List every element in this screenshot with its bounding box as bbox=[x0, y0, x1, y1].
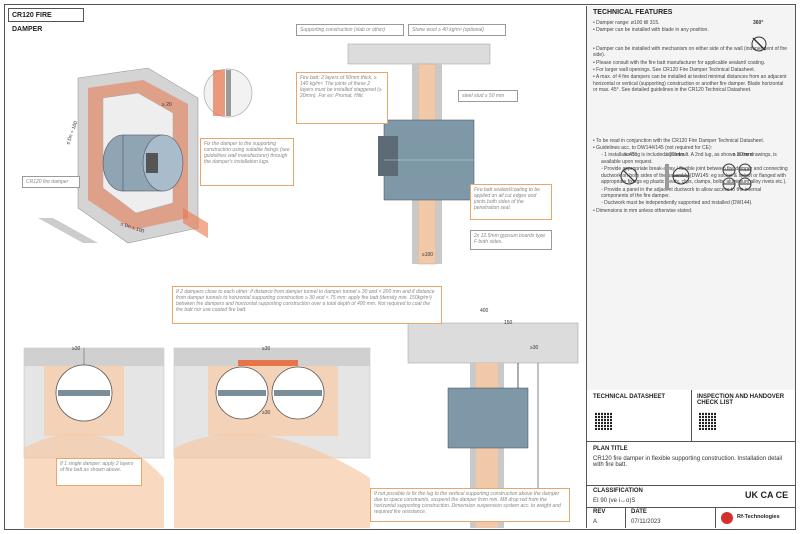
note-sealant: Fire batt sealant/coating to be applied … bbox=[470, 184, 552, 220]
distance-30-label-b: ≥ 30 mm bbox=[733, 152, 753, 158]
dim-30-droprod: ≥30 bbox=[530, 345, 539, 351]
plan-title-label: PLAN TITLE bbox=[593, 446, 628, 452]
rev-value: A bbox=[593, 519, 598, 525]
note-two-dampers: If 2 dampers close to each other: if dis… bbox=[172, 286, 442, 324]
note-cr120-damper: CR120 fire damper bbox=[22, 176, 80, 188]
single-damper-view bbox=[23, 347, 165, 528]
classification-row: CLASSIFICATION EI 90 (ve i↔o)S UK CA CE bbox=[587, 486, 795, 508]
technical-datasheet-label: TECHNICAL DATASHEET bbox=[593, 394, 665, 400]
rev-date-row: REV A DATE 07/11/2023 Rf-Technologies bbox=[587, 508, 795, 528]
ukca-ce-marks: UK CA CE bbox=[745, 490, 789, 500]
checklist-qr-code[interactable] bbox=[699, 412, 717, 430]
feature-item: • Guidelines acc. to DW144/145 (not requ… bbox=[593, 145, 713, 152]
classification-value: EI 90 (ve i↔o)S bbox=[593, 498, 636, 504]
rotation-360-label: 360° bbox=[753, 20, 764, 26]
dim-20: ≥ 20 bbox=[162, 102, 172, 108]
classification-label: CLASSIFICATION bbox=[593, 488, 643, 494]
note-supporting-construction: Supporting construction (slab or other) bbox=[296, 24, 404, 36]
dim-30-single: ≥30 bbox=[72, 346, 81, 352]
plan-title-row: PLAN TITLE CR120 fire damper in flexible… bbox=[587, 442, 795, 486]
drop-rod-view bbox=[407, 322, 579, 528]
datasheet-row: TECHNICAL DATASHEET INSPECTION AND HANDO… bbox=[587, 390, 795, 442]
features-list: • Damper range: ø100 till 315. • Damper … bbox=[593, 20, 789, 215]
note-stone-wool: Stone wool ≥ 40 kg/m³ (optional) bbox=[408, 24, 506, 36]
note-drop-rod: If not possible to fix the lug to the ve… bbox=[370, 488, 570, 522]
feature-item: • Damper can be installed with blade in … bbox=[593, 27, 709, 34]
technical-features-heading: TECHNICAL FEATURES bbox=[593, 9, 673, 16]
drawing-area bbox=[23, 43, 579, 528]
rotation-icon bbox=[751, 36, 767, 52]
rev-label: REV bbox=[593, 509, 606, 515]
datasheet-qr-code[interactable] bbox=[595, 412, 613, 430]
note-single-damper: If 1 single damper: apply 2 layers of fi… bbox=[56, 458, 142, 486]
distance-30-label-a: ≥ 30 mm bbox=[665, 152, 685, 158]
blade-position-diagram bbox=[620, 163, 752, 191]
feature-item: ◦ Ductwork must be independently support… bbox=[601, 200, 753, 207]
brand-name: Rf-Technologies bbox=[737, 514, 780, 520]
feature-item: • Damper can be installed with mechanism… bbox=[593, 45, 788, 59]
feature-item: • For larger wall openings. See CR120 Fi… bbox=[593, 67, 756, 74]
technical-features-section: TECHNICAL FEATURES • Damper range: ø100 … bbox=[587, 6, 795, 391]
date-value: 07/11/2023 bbox=[631, 519, 661, 525]
brand-logo-icon bbox=[721, 512, 733, 524]
checklist-label: INSPECTION AND HANDOVER CHECK LIST bbox=[697, 394, 785, 406]
feature-item: • Please consult with the fire batt manu… bbox=[593, 59, 766, 66]
feature-item: • Dimensions in mm unless otherwise stat… bbox=[593, 207, 693, 214]
sheet-title: CR120 FIRE DAMPER bbox=[8, 8, 84, 33]
note-fix-damper: Fix the damper to the supporting constru… bbox=[200, 138, 294, 186]
date-label: DATE bbox=[631, 509, 647, 515]
sheet-frame bbox=[4, 4, 796, 530]
dim-400: 400 bbox=[480, 308, 489, 314]
dim-30-two-top: ≥30 bbox=[262, 346, 271, 352]
note-steel-stud: steel stud ≥ 50 mm bbox=[458, 90, 518, 102]
two-dampers-view bbox=[173, 347, 371, 528]
title-block-panel: TECHNICAL FEATURES • Damper range: ø100 … bbox=[586, 6, 795, 528]
feature-item: • A max. of 4 fire dampers can be instal… bbox=[593, 74, 787, 94]
section-view bbox=[347, 43, 491, 265]
note-fire-batt: Fire batt: 2 layers of 50mm thick, ≥ 140… bbox=[296, 72, 388, 124]
feature-item: ◦ 1 installation lug is included by defa… bbox=[601, 152, 777, 165]
isometric-view bbox=[38, 67, 253, 244]
dim-150: 150 bbox=[504, 320, 513, 326]
dim-30-two-between: ≥30 bbox=[262, 410, 271, 416]
feature-item: ◦ Provide appropriate break-away / flexi… bbox=[601, 166, 788, 186]
feature-item: ◦ Provide a panel in the adjacent ductwo… bbox=[601, 186, 762, 199]
plan-title: CR120 fire damper in flexible supporting… bbox=[593, 456, 783, 468]
angle-45-label: ≤ 45° bbox=[625, 152, 637, 158]
feature-item: • Damper range: ø100 till 315. bbox=[593, 20, 660, 26]
feature-item: • To be read in conjunction with the CR1… bbox=[593, 137, 765, 144]
dim-100: ≥100 bbox=[422, 252, 434, 258]
note-gypsum: 2x 12.5mm gypsum boards type F both side… bbox=[470, 230, 552, 250]
